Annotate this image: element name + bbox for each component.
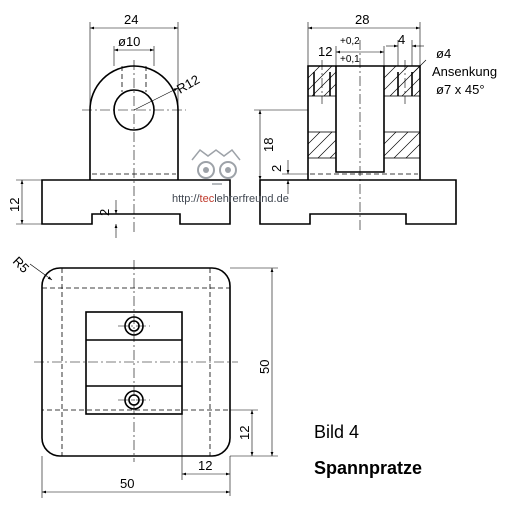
front-width-dim: 24 [124,12,138,27]
front-recess-dim: 2 [97,209,112,216]
top-view: R5 50 12 12 50 [10,254,278,498]
watermark: http://teclehrerfreund.de [172,148,289,205]
owl-logo-icon [191,148,241,185]
figure-title: Spannpratze [314,458,422,478]
side-slot-dim: 12 [318,44,332,59]
side-width-dim: 28 [355,12,369,27]
side-height-dim: 18 [261,138,276,152]
figure-number: Bild 4 [314,422,359,442]
top-small-height-dim: 12 [237,426,252,440]
side-slot-tol-lower: +0,1 [340,54,360,65]
watermark-prefix: http:// [172,193,200,205]
side-slot-tol-upper: +0,2 [340,36,360,47]
front-bore-dim: ø10 [118,34,140,49]
side-view: 28 12 +0,2 +0,1 4 ø4 Ansenkung ø7 x 45° … [254,12,497,232]
front-base-height-dim: 12 [7,198,22,212]
hole-countersink-note: Ansenkung [432,64,497,79]
side-recess-dim: 2 [269,165,284,172]
hole-countersink-spec: ø7 x 45° [436,82,485,97]
top-height-dim: 50 [257,360,272,374]
top-radius-dim: R5 [10,254,32,276]
top-width-dim: 50 [120,476,134,491]
side-edge-dim: 4 [398,32,405,47]
hole-diameter: ø4 [436,46,451,61]
top-small-width-dim: 12 [198,458,212,473]
watermark-highlight: tec [200,193,215,205]
svg-text:http://teclehrerfreund.de: http://teclehrerfreund.de [172,193,289,205]
front-view: 24 ø10 R12 12 2 [7,12,231,238]
watermark-rest: lehrerfreund.de [214,193,289,205]
